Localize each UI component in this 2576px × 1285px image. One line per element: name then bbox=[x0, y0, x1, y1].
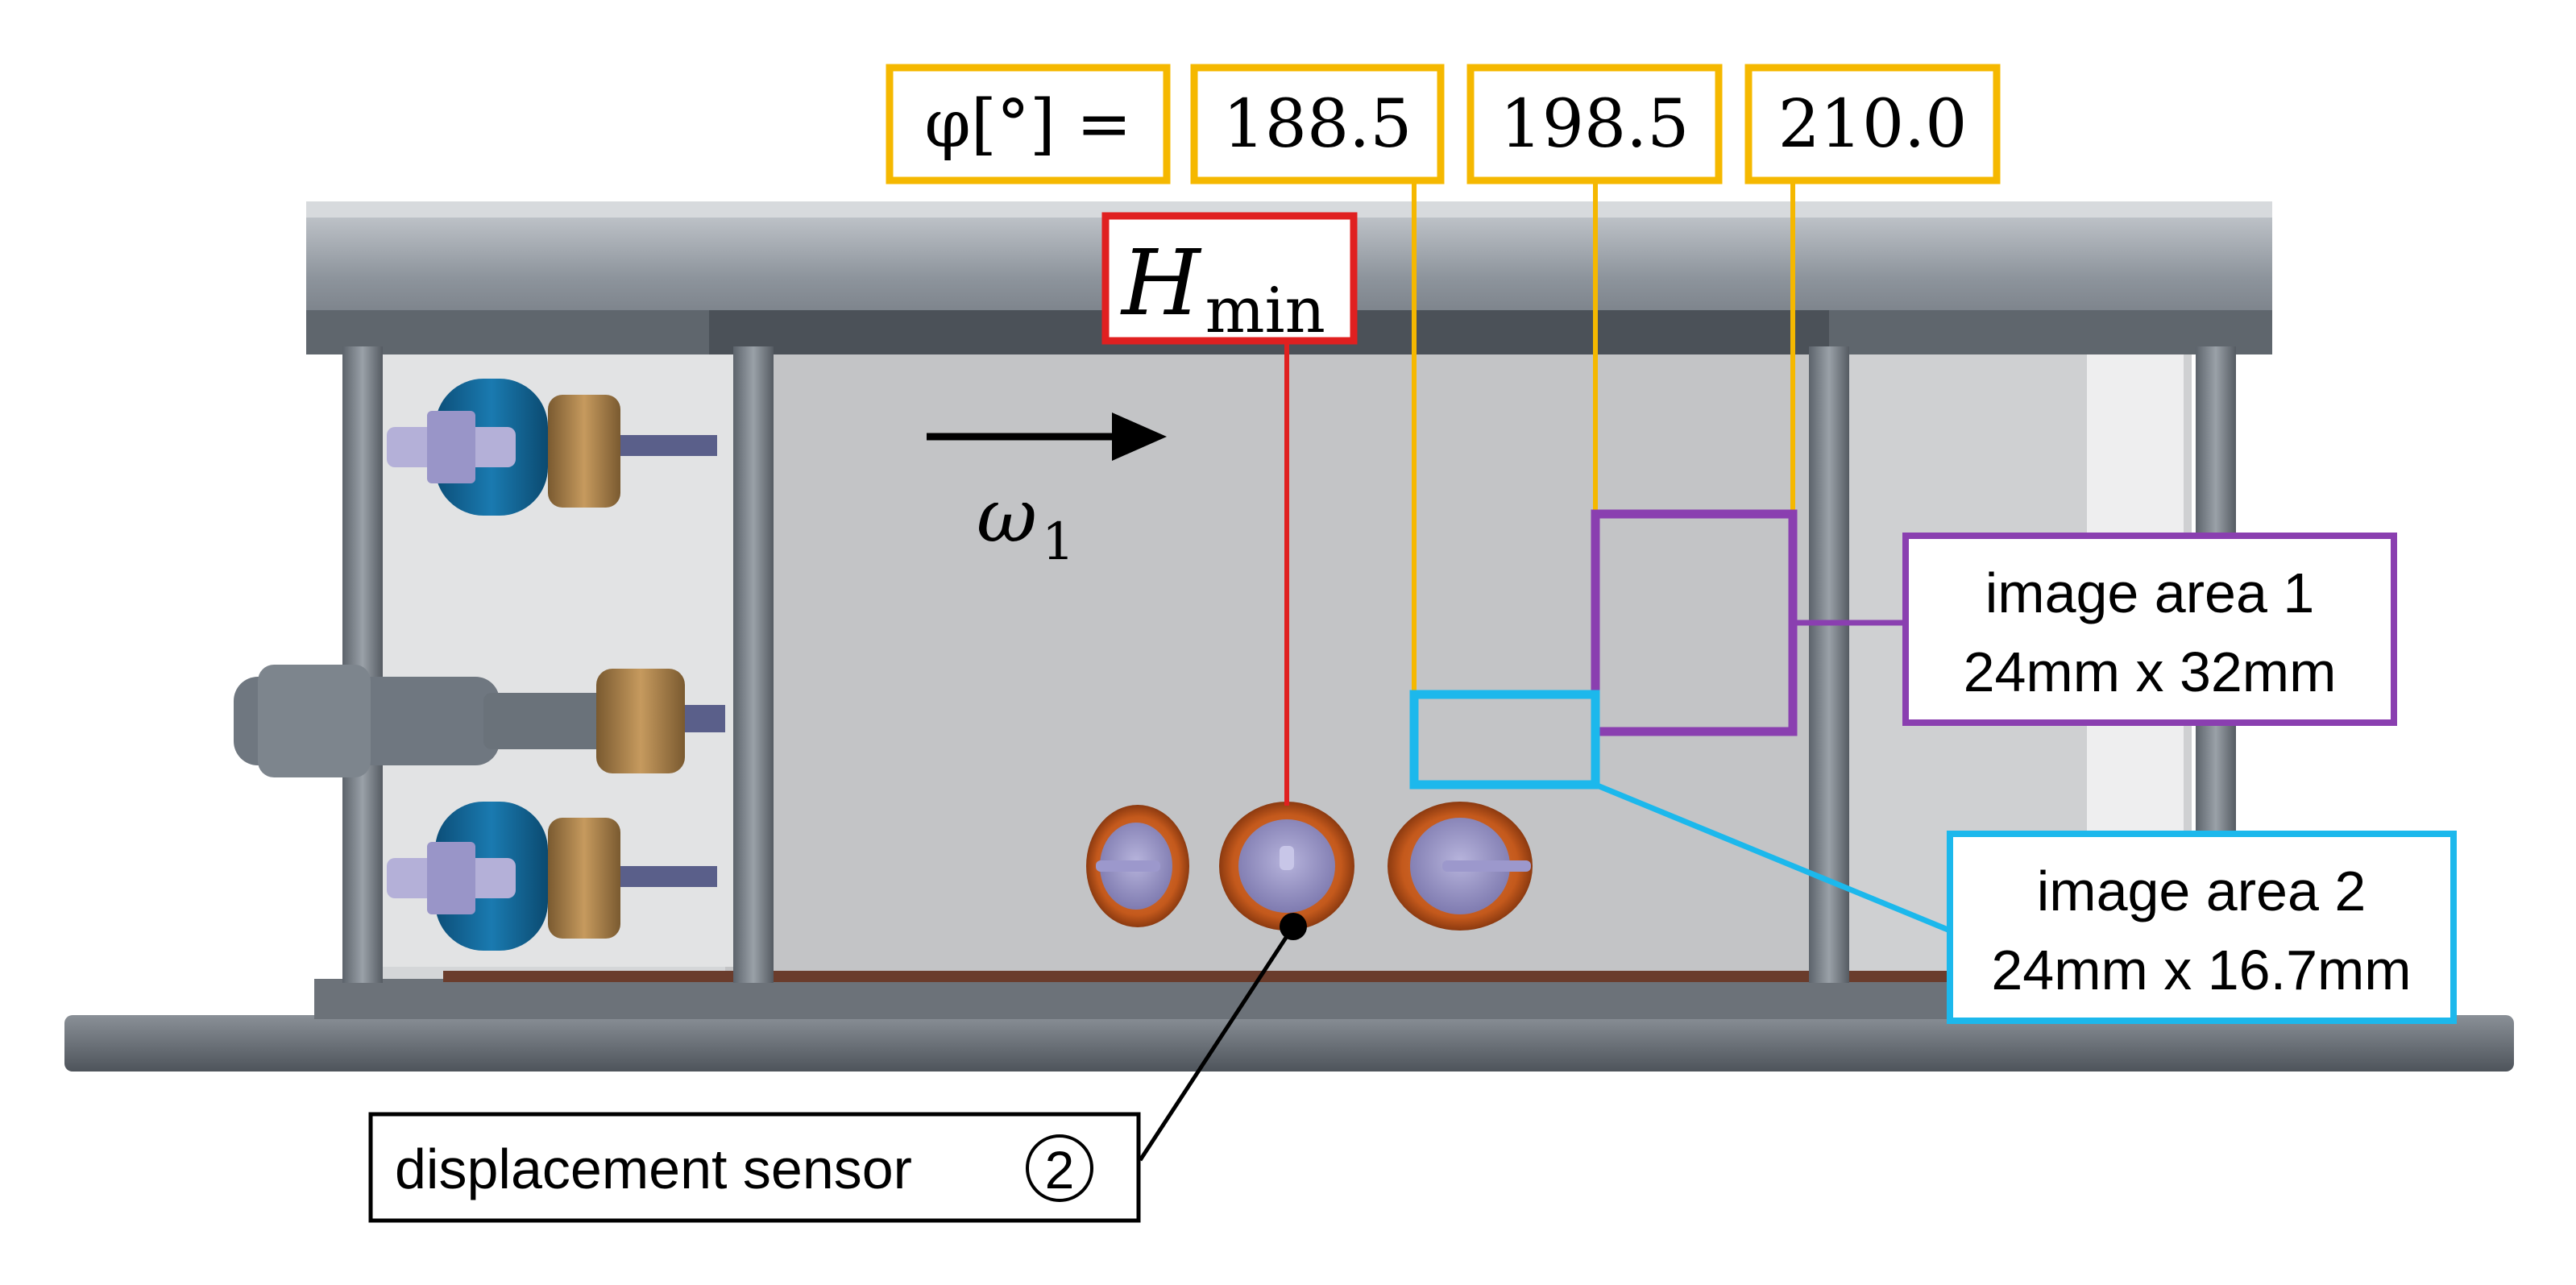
sensor-callout-leader bbox=[1138, 925, 1296, 1162]
angle-box-1 bbox=[1190, 64, 1445, 184]
hmin-box bbox=[1101, 212, 1358, 345]
image-area-2-leader bbox=[1594, 781, 1952, 934]
image-area-2-frame bbox=[1409, 690, 1600, 790]
sensor-middle bbox=[1219, 802, 1354, 931]
sensor-callout-box bbox=[368, 1112, 1141, 1223]
image-area-2-line1: image area 2 bbox=[2037, 860, 2367, 922]
sensor-left bbox=[1086, 805, 1189, 927]
rotation-arrow bbox=[927, 412, 1167, 461]
image-area-1-line2: 24mm x 32mm bbox=[1964, 640, 2337, 703]
angle-value-3: 210.0 bbox=[1778, 86, 1968, 163]
sensor-number: 2 bbox=[1045, 1140, 1075, 1200]
image-area-2-box bbox=[1947, 831, 2457, 1024]
image-area-1-line1: image area 1 bbox=[1985, 562, 2315, 624]
base-plate bbox=[64, 1015, 2514, 1072]
sensor-number-circle bbox=[1026, 1134, 1093, 1202]
phi-label-box bbox=[886, 64, 1171, 184]
sensor-right bbox=[1388, 802, 1533, 931]
image-area-1-box bbox=[1902, 533, 2397, 726]
image-area-2-line2: 24mm x 16.7mm bbox=[1991, 939, 2411, 1001]
angle-leaders bbox=[1412, 180, 1795, 697]
angle-box-3 bbox=[1744, 64, 2001, 184]
phi-label: φ[°] = bbox=[924, 86, 1131, 163]
hmin-label: Hmin bbox=[1120, 231, 1325, 347]
angle-value-1: 188.5 bbox=[1223, 86, 1412, 163]
angle-box-2 bbox=[1466, 64, 1723, 184]
sensor-callout-label: displacement sensor bbox=[395, 1138, 912, 1200]
angle-value-2: 198.5 bbox=[1500, 86, 1690, 163]
angle-row: φ[°] = 188.5 198.5 210.0 bbox=[886, 64, 2001, 184]
pillar-2 bbox=[733, 346, 774, 983]
omega-label: ω1 bbox=[977, 473, 1075, 572]
left-fittings bbox=[234, 379, 725, 951]
